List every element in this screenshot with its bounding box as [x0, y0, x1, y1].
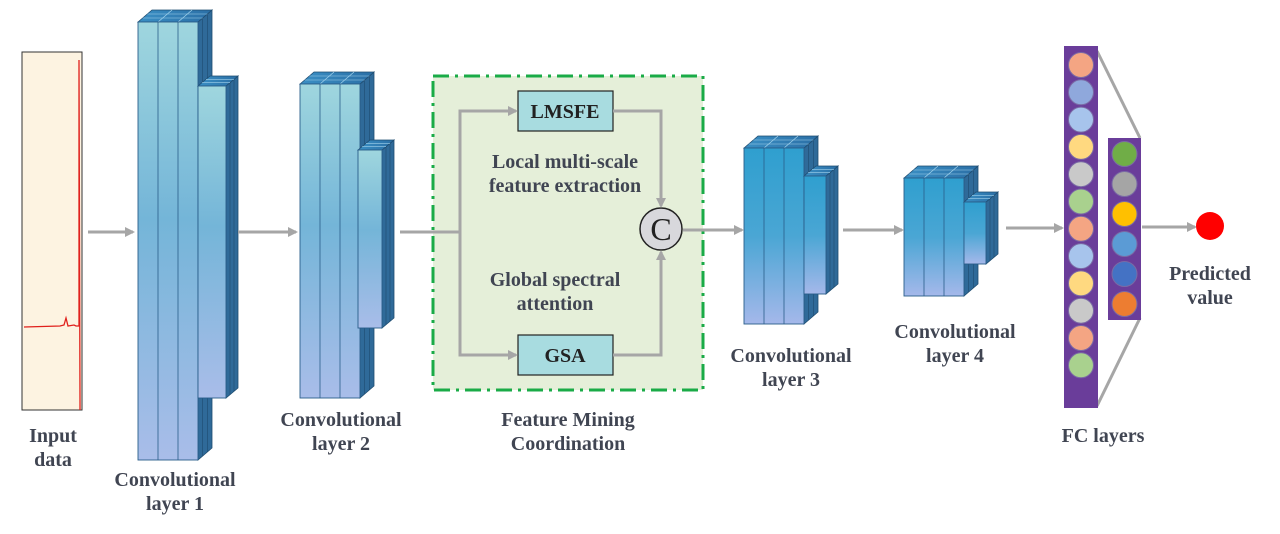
- lmsfe-label: LMSFE: [531, 101, 600, 123]
- fc-layers: [1064, 46, 1142, 408]
- fc-node: [1111, 141, 1138, 167]
- arrow-lmsfe-concat: [613, 109, 666, 208]
- fc-node: [1111, 261, 1138, 287]
- fc-node: [1068, 161, 1094, 188]
- fc-node: [1111, 291, 1138, 317]
- gsa-label: GSA: [544, 345, 586, 367]
- fc-column-2: [1108, 138, 1141, 320]
- concat-symbol: C: [650, 211, 671, 247]
- fc-node: [1111, 231, 1138, 257]
- fc-node: [1068, 52, 1094, 78]
- input-signal-panel: [21, 51, 83, 411]
- predicted-value-dot: [1196, 212, 1224, 240]
- arrow-gsa-concat: [613, 250, 666, 357]
- fc-node: [1068, 79, 1094, 106]
- fc-connector-bottom: [1095, 317, 1142, 407]
- arrow-branch-lmsfe: [458, 106, 518, 232]
- fc-layers-label: FC layers: [1061, 425, 1145, 447]
- fc-connector-top: [1095, 50, 1142, 139]
- conv-blocks: [136, 9, 1000, 461]
- lmsfe-box: [517, 90, 614, 132]
- fmc-module: [431, 74, 705, 392]
- fc-node: [1111, 201, 1138, 227]
- conv3-block-small: [802, 165, 840, 295]
- fc-node: [1068, 188, 1094, 215]
- fc-node: [1068, 270, 1094, 297]
- input-spectrum-line: [23, 59, 81, 410]
- conv2-block-small: [356, 139, 396, 329]
- fc-node: [1068, 352, 1094, 379]
- fc-node: [1068, 215, 1094, 242]
- arrow-branch-gsa: [458, 232, 518, 360]
- conv1-block-small: [196, 75, 240, 399]
- fc-node: [1068, 297, 1094, 324]
- fc-node: [1068, 243, 1094, 270]
- fc-node: [1068, 325, 1094, 351]
- fc-node: [1068, 106, 1094, 133]
- conv4-block-small: [962, 191, 1000, 265]
- fc-node: [1111, 171, 1138, 197]
- connector-arrows: [88, 106, 1197, 360]
- fc-node: [1068, 133, 1094, 160]
